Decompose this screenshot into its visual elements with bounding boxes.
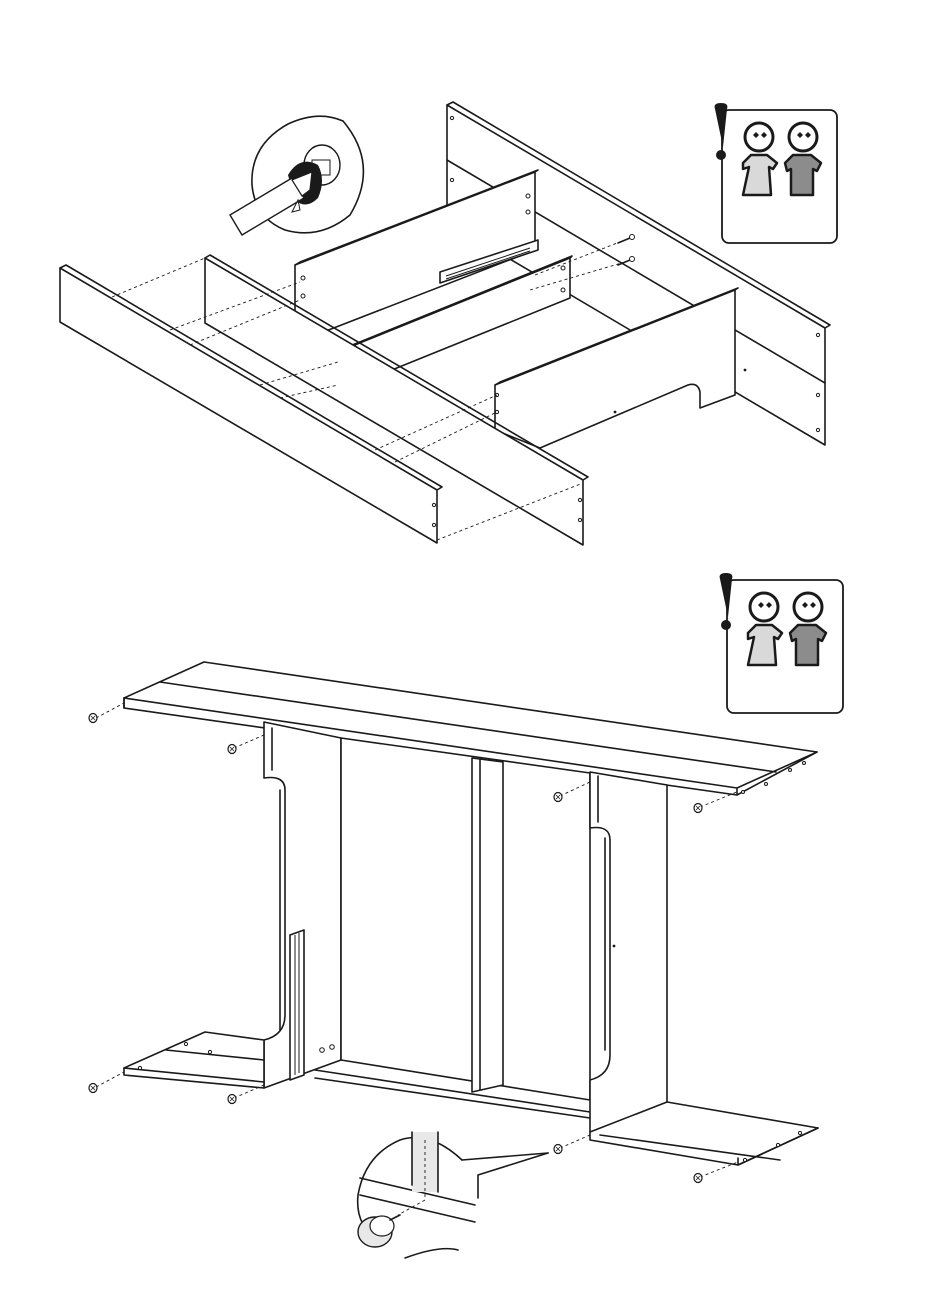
left-end-panel: [264, 722, 341, 1088]
step-frame: [60, 102, 837, 545]
glide-foot-insert-detail-icon: [358, 1132, 548, 1258]
center-divider-panel: [472, 758, 503, 1092]
left-foot-board: [124, 1032, 264, 1088]
back-stretcher: [315, 738, 590, 1118]
two-persons-required-icon-2: [720, 573, 843, 713]
two-persons-required-icon: [715, 103, 837, 243]
step-top-and-feet: [89, 573, 843, 1258]
right-end-panel: [590, 772, 667, 1132]
screwdriver-cam-lock-detail-icon: [230, 116, 363, 235]
